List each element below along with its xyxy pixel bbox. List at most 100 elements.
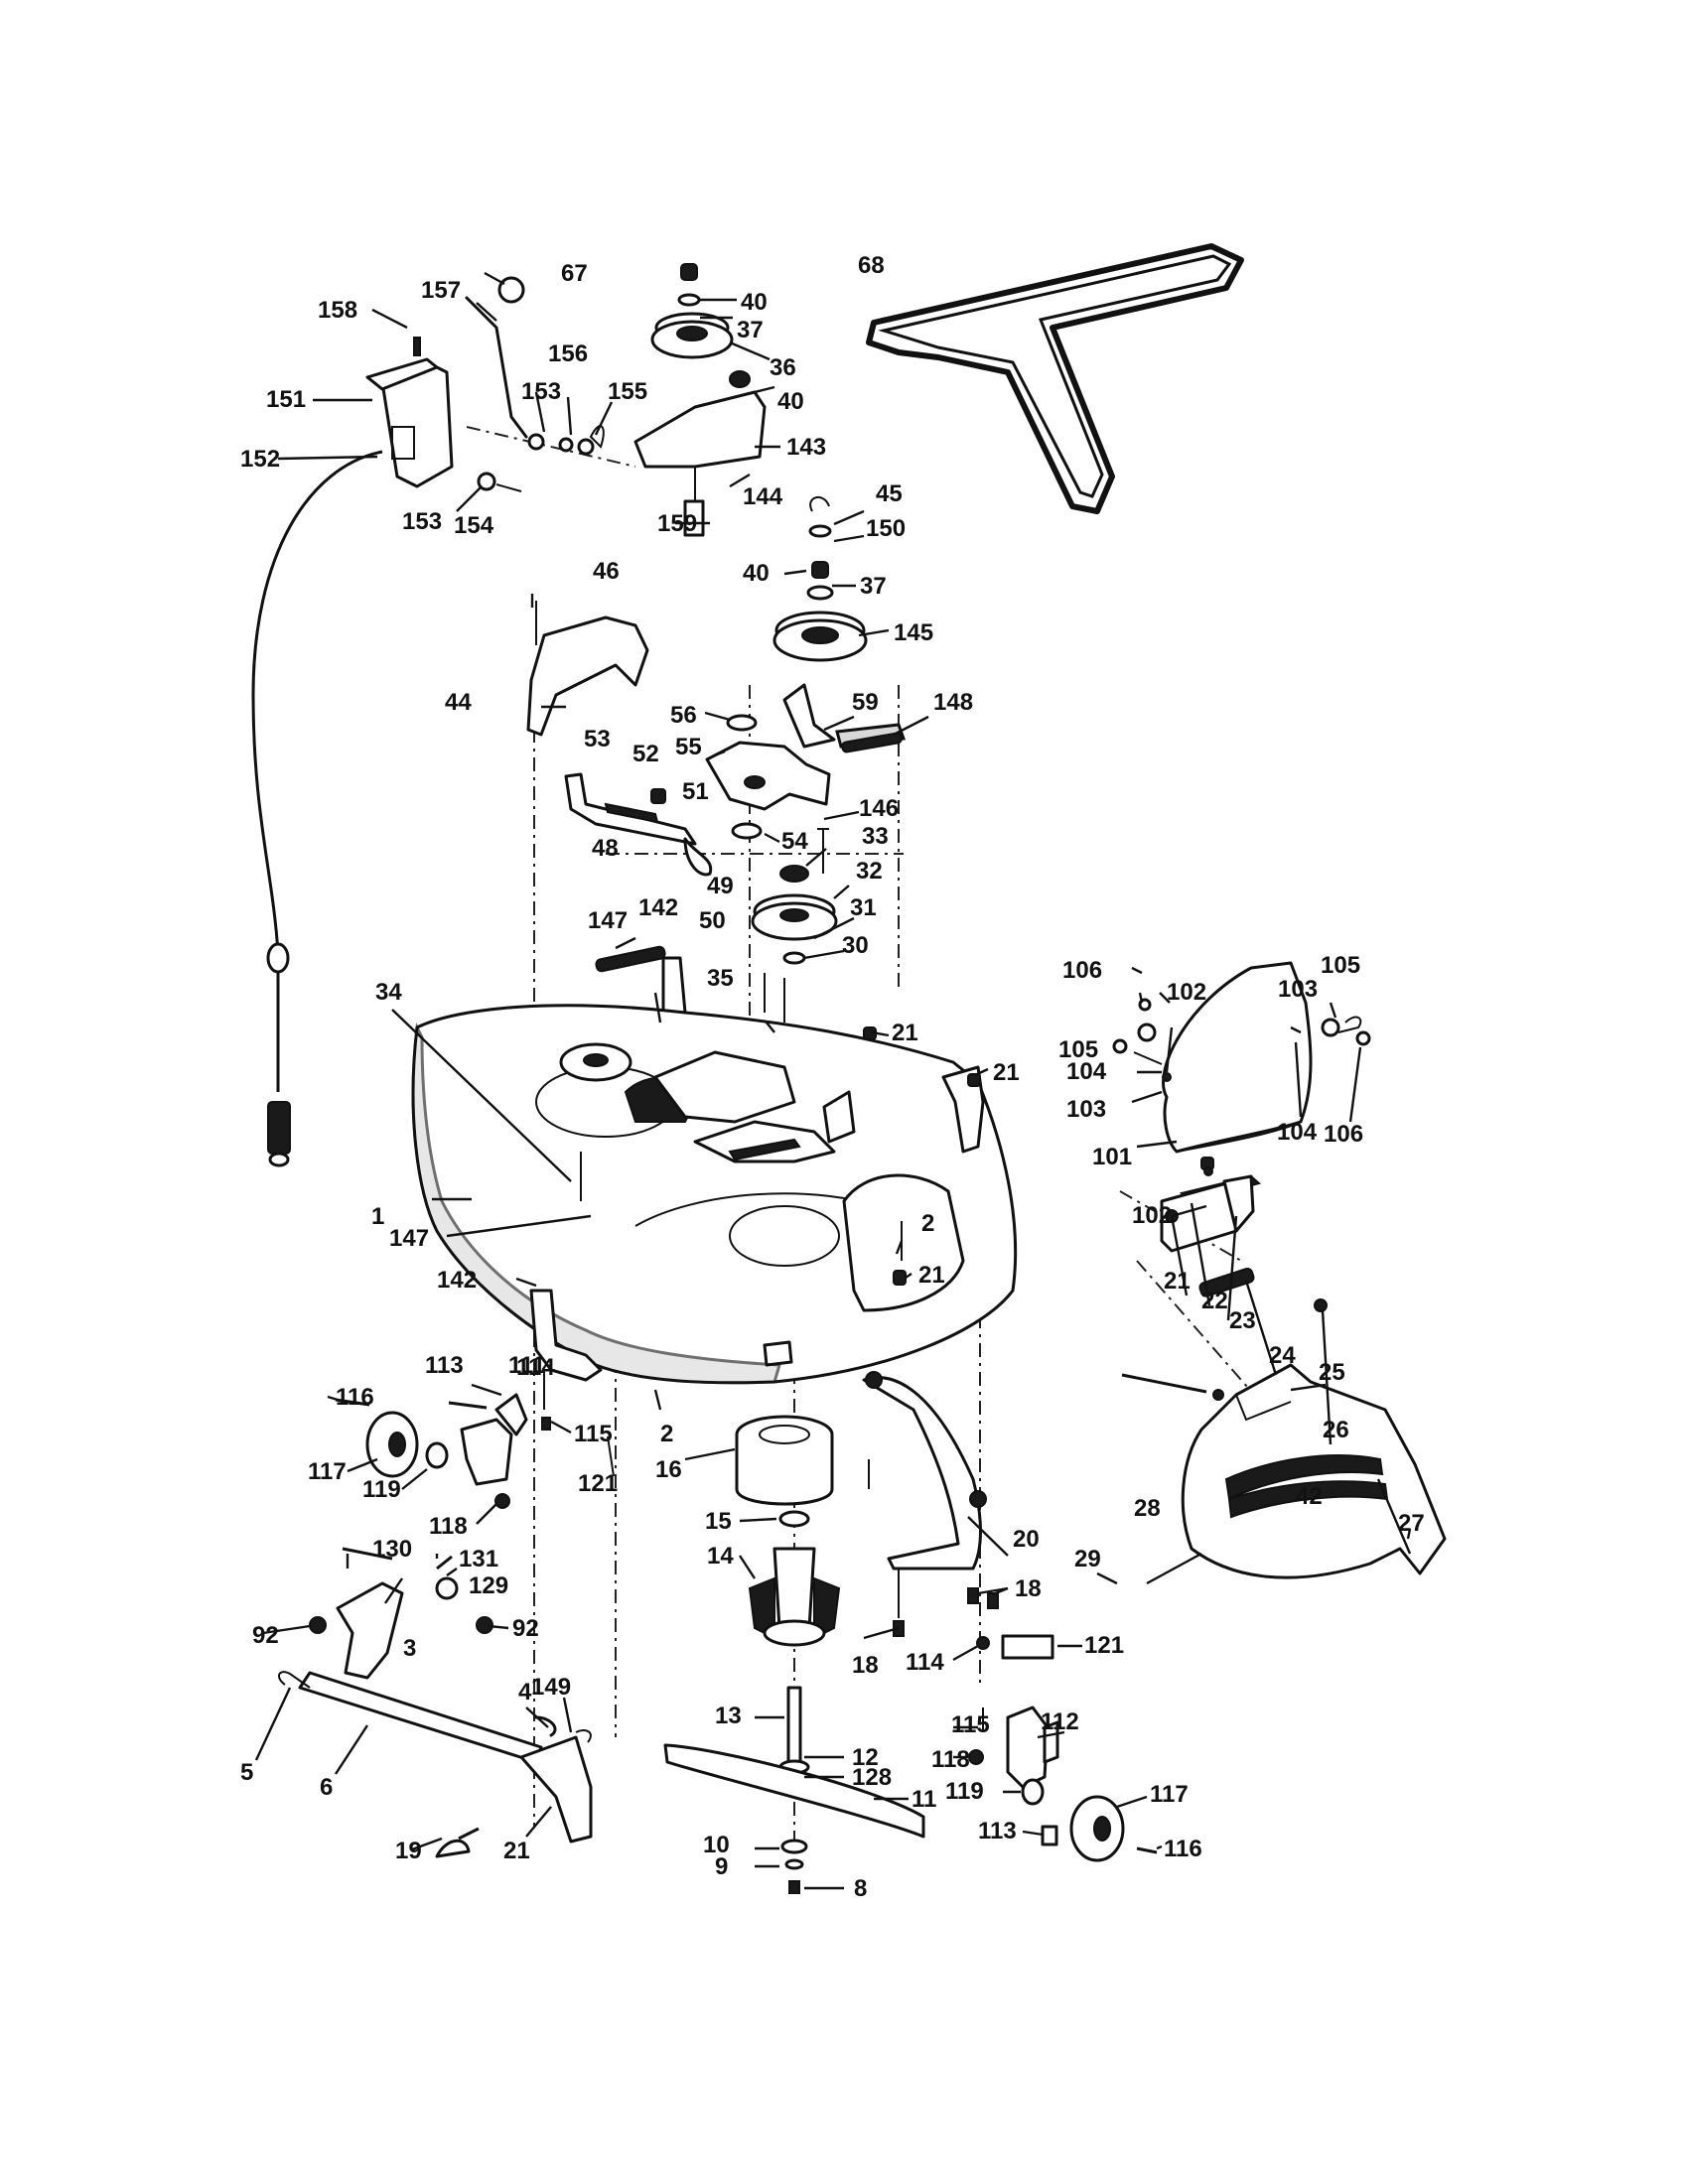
callout-37: 37 (737, 317, 764, 343)
callout-31: 31 (850, 894, 877, 921)
callout-131: 131 (459, 1546, 498, 1572)
callout-159: 159 (657, 510, 697, 537)
callout-148: 148 (933, 689, 973, 716)
callout-118: 118 (931, 1746, 970, 1773)
blade-spindle-assembly (663, 1415, 925, 1894)
callout-45: 45 (876, 480, 903, 507)
callout-44: 44 (445, 689, 472, 716)
callout-144: 144 (743, 483, 783, 510)
callout-10: 10 (703, 1832, 730, 1858)
callout-21: 21 (892, 1020, 918, 1046)
callout-154: 154 (454, 512, 494, 539)
callout-24: 24 (1269, 1342, 1296, 1369)
control-cable (251, 450, 383, 1167)
callout-92: 92 (512, 1615, 539, 1642)
callout-101: 101 (1092, 1144, 1132, 1170)
callout-32: 32 (856, 858, 883, 885)
callout-129: 129 (469, 1572, 508, 1599)
callout-8: 8 (854, 1875, 867, 1902)
callout-143: 143 (786, 434, 826, 461)
callout-106: 106 (1324, 1121, 1363, 1148)
callout-30: 30 (842, 932, 869, 959)
callout-48: 48 (592, 835, 619, 862)
callout-26: 26 (1323, 1417, 1349, 1443)
callout-21: 21 (1164, 1268, 1191, 1295)
callout-151: 151 (266, 386, 306, 413)
chute-deflector-assembly (1160, 1157, 1328, 1312)
callout-35: 35 (707, 965, 734, 992)
callout-12: 12 (852, 1744, 879, 1771)
callout-28: 28 (1134, 1495, 1161, 1522)
callout-52: 52 (632, 741, 659, 767)
left-link-assembly (278, 1547, 593, 1858)
callout-50: 50 (699, 907, 726, 934)
callout-113: 113 (978, 1818, 1017, 1844)
callout-119: 119 (945, 1778, 984, 1805)
callout-21: 21 (993, 1059, 1020, 1086)
drive-belt (866, 243, 1244, 514)
callout-18: 18 (852, 1652, 879, 1679)
callout-46: 46 (593, 558, 620, 585)
callout-149: 149 (531, 1674, 571, 1701)
callout-150: 150 (866, 515, 906, 542)
callout-34: 34 (375, 979, 402, 1006)
callout-68: 68 (858, 252, 885, 279)
callout-102: 102 (1132, 1202, 1172, 1229)
callout-53: 53 (584, 726, 611, 752)
callout-103: 103 (1066, 1096, 1106, 1123)
callout-115: 115 (574, 1421, 613, 1447)
callout-9: 9 (715, 1853, 728, 1880)
callout-116: 116 (336, 1384, 374, 1411)
callout-40: 40 (741, 289, 768, 316)
callout-147: 147 (389, 1225, 429, 1252)
callout-147: 147 (588, 907, 628, 934)
belt-guard (526, 601, 649, 737)
callout-27: 27 (1398, 1510, 1425, 1537)
chute-logo-text: 42 (1296, 1483, 1323, 1510)
callout-118: 118 (429, 1513, 468, 1540)
callout-114: 114 (906, 1649, 944, 1676)
callout-117: 117 (308, 1458, 347, 1485)
callout-158: 158 (318, 297, 357, 324)
left-gauge-wheel-assembly (335, 1370, 615, 1509)
callout-3: 3 (403, 1635, 416, 1662)
callout-37: 37 (860, 573, 887, 600)
callout-56: 56 (670, 702, 697, 729)
mower-deck-housing (411, 1004, 1018, 1385)
callout-2: 2 (660, 1421, 673, 1447)
callout-55: 55 (675, 734, 702, 760)
callout-19: 19 (395, 1838, 422, 1864)
callout-54: 54 (781, 828, 808, 855)
callout-102: 102 (1167, 979, 1206, 1006)
callout-49: 49 (707, 873, 734, 899)
callout-11: 11 (912, 1786, 936, 1813)
callout-92: 92 (252, 1622, 279, 1649)
callout-40: 40 (777, 388, 804, 415)
callout-22: 22 (1201, 1288, 1228, 1314)
callout-2: 2 (921, 1210, 934, 1237)
callout-117: 117 (1150, 1781, 1189, 1808)
callout-leader-lines (254, 271, 1412, 1890)
cable-spring (267, 1101, 291, 1155)
callout-153: 153 (402, 508, 442, 535)
callout-103: 103 (1278, 976, 1318, 1003)
callout-106: 106 (1062, 957, 1102, 984)
callout-16: 16 (655, 1456, 682, 1483)
callout-40: 40 (743, 560, 770, 587)
right-gauge-wheel-assembly (968, 1634, 1158, 1862)
callout-4: 4 (518, 1679, 532, 1706)
callout-111: 111 (508, 1352, 545, 1379)
callout-121: 121 (1084, 1632, 1124, 1659)
callout-36: 36 (770, 354, 796, 381)
callout-21: 21 (918, 1262, 945, 1289)
callout-21: 21 (503, 1838, 530, 1864)
callout-33: 33 (862, 823, 889, 850)
callout-5: 5 (240, 1759, 253, 1786)
idler-pulley-assembly (633, 263, 767, 537)
callout-105: 105 (1058, 1036, 1098, 1063)
deflector-shield (1112, 961, 1371, 1176)
callout-114: 114 (516, 1354, 555, 1381)
callout-142: 142 (638, 894, 678, 921)
callout-59: 59 (852, 689, 879, 716)
callout-145: 145 (894, 619, 933, 646)
